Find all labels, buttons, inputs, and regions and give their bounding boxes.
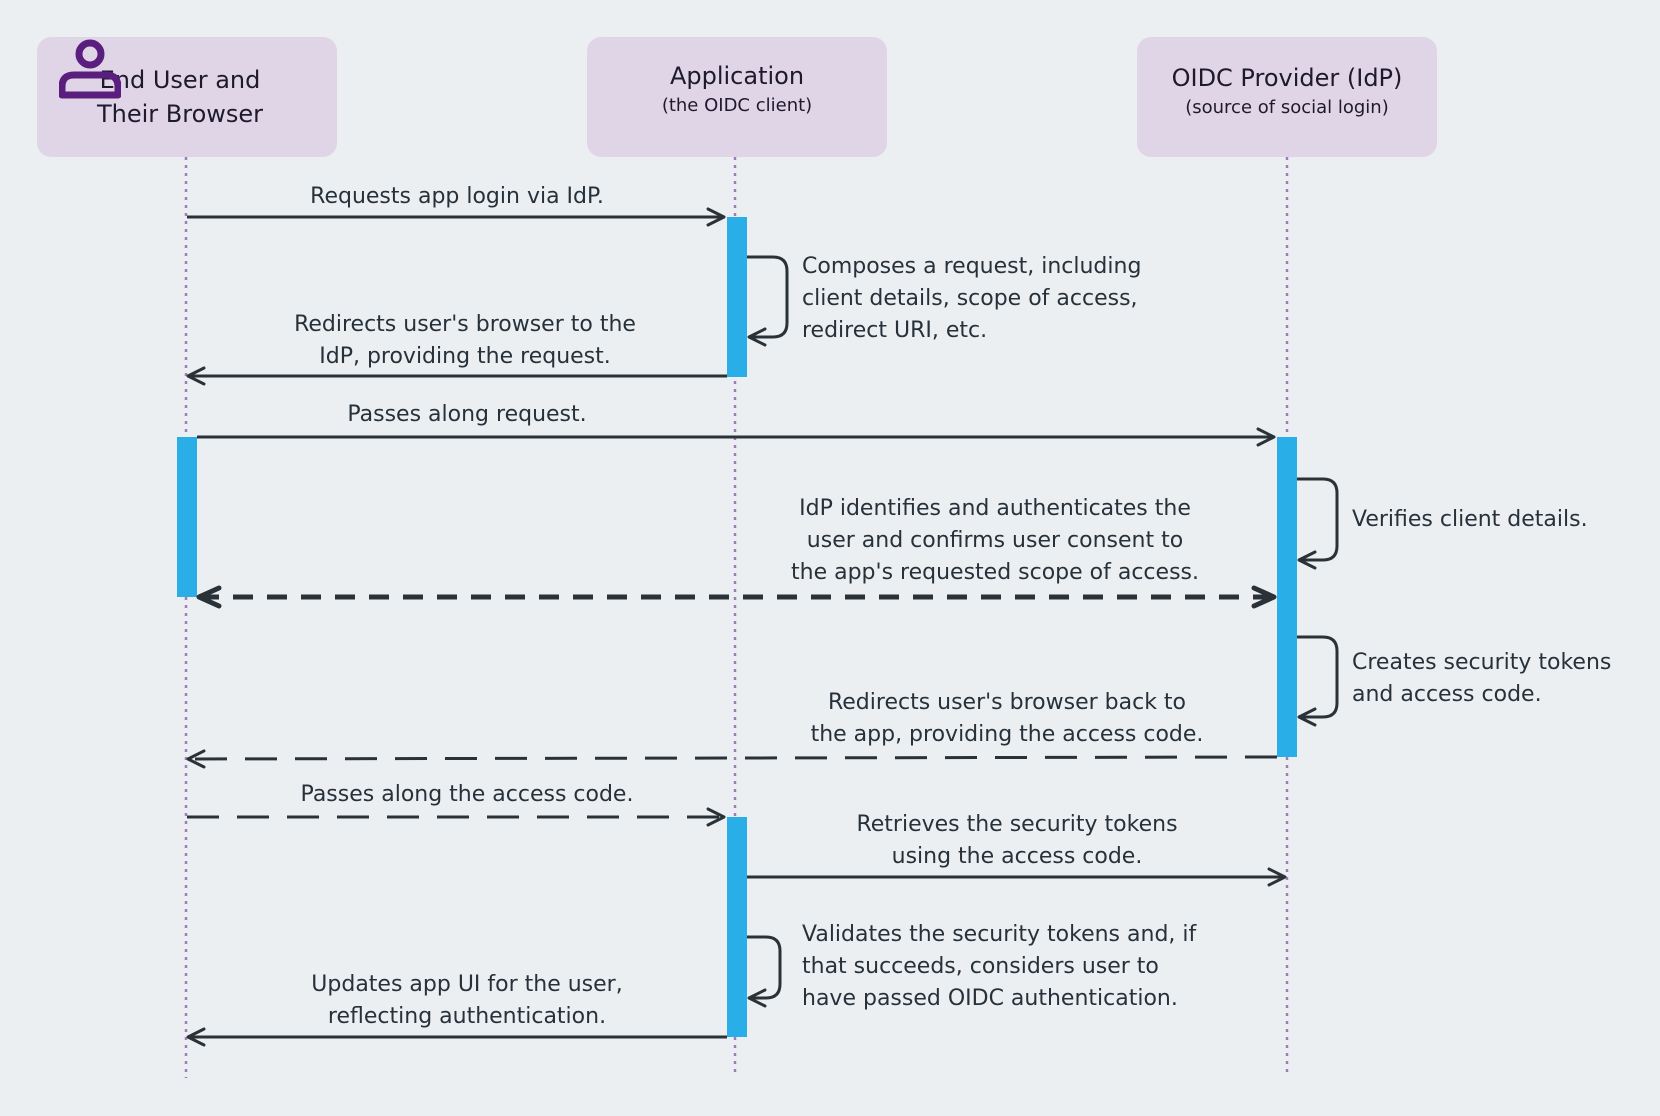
participant-idp-subtitle: (source of social login) [1185, 97, 1389, 118]
label-update-line2: reflecting authentication. [327, 1004, 607, 1029]
participant-user-line2: Their Browser [96, 100, 264, 128]
label-auth-line3: the app's requested scope of access. [791, 560, 1199, 585]
arrow-compose-request [747, 255, 789, 347]
activation-user [177, 437, 197, 597]
label-auth-line2: user and confirms user consent to [806, 528, 1184, 553]
arrow-redirect-back [186, 749, 1278, 769]
label-requests-login: Requests app login via IdP. [187, 181, 727, 213]
label-redirect-to-idp: Redirects user's browser to the IdP, pro… [195, 309, 735, 373]
label-validate-tokens: Validates the security tokens and, if th… [802, 919, 1196, 1015]
label-update-line1: Updates app UI for the user, [311, 972, 623, 997]
participant-oidc-provider: OIDC Provider (IdP) (source of social lo… [1137, 37, 1437, 157]
participant-app-name: Application [669, 62, 805, 90]
label-create-tokens-line2: and access code. [1352, 682, 1542, 707]
label-validate-line2: that succeeds, considers user to [802, 954, 1159, 979]
label-compose-request: Composes a request, including client det… [802, 251, 1141, 347]
person-icon [59, 39, 121, 99]
arrow-validate-tokens [747, 935, 782, 1008]
label-passes-code: Passes along the access code. [197, 779, 737, 811]
label-retrieve-line1: Retrieves the security tokens [856, 812, 1178, 837]
activation-app-1 [727, 217, 747, 377]
label-requests-login-text: Requests app login via IdP. [310, 184, 604, 209]
label-authenticate-consent: IdP identifies and authenticates the use… [745, 493, 1245, 589]
participant-idp-name: OIDC Provider (IdP) [1171, 64, 1403, 92]
label-verify-client-text: Verifies client details. [1352, 507, 1588, 532]
label-compose-line1: Composes a request, including [802, 254, 1142, 279]
label-redirect-line2: IdP, providing the request. [319, 344, 611, 369]
label-passes-request-text: Passes along request. [347, 402, 587, 427]
label-passes-request: Passes along request. [197, 399, 737, 431]
participant-app-subtitle: (the OIDC client) [661, 95, 813, 116]
label-verify-client: Verifies client details. [1352, 504, 1588, 536]
label-create-tokens: Creates security tokens and access code. [1352, 647, 1611, 711]
label-retrieve-line2: using the access code. [891, 844, 1143, 869]
participant-user-name: End User and Their Browser [37, 63, 337, 131]
label-compose-line2: client details, scope of access, [802, 286, 1138, 311]
label-redirect-line1: Redirects user's browser to the [294, 312, 636, 337]
label-redirect-back-line1: Redirects user's browser back to [827, 690, 1187, 715]
activation-idp [1277, 437, 1297, 757]
label-validate-line1: Validates the security tokens and, if [802, 922, 1197, 947]
label-retrieve-tokens: Retrieves the security tokens using the … [767, 809, 1267, 873]
label-compose-line3: redirect URI, etc. [802, 318, 988, 343]
label-redirect-back-line2: the app, providing the access code. [810, 722, 1204, 747]
label-passes-code-text: Passes along the access code. [300, 782, 634, 807]
arrow-create-tokens [1297, 635, 1339, 727]
arrow-verify-client [1297, 477, 1339, 570]
participant-user-line1: End User and [99, 66, 261, 94]
participant-end-user: End User and Their Browser [37, 37, 337, 157]
label-redirect-back: Redirects user's browser back to the app… [757, 687, 1257, 751]
label-create-tokens-line1: Creates security tokens [1352, 650, 1612, 675]
label-update-ui: Updates app UI for the user, reflecting … [197, 969, 737, 1033]
label-validate-line3: have passed OIDC authentication. [802, 986, 1178, 1011]
label-auth-line1: IdP identifies and authenticates the [799, 496, 1191, 521]
participant-application: Application (the OIDC client) [587, 37, 887, 157]
activation-app-2 [727, 817, 747, 1037]
